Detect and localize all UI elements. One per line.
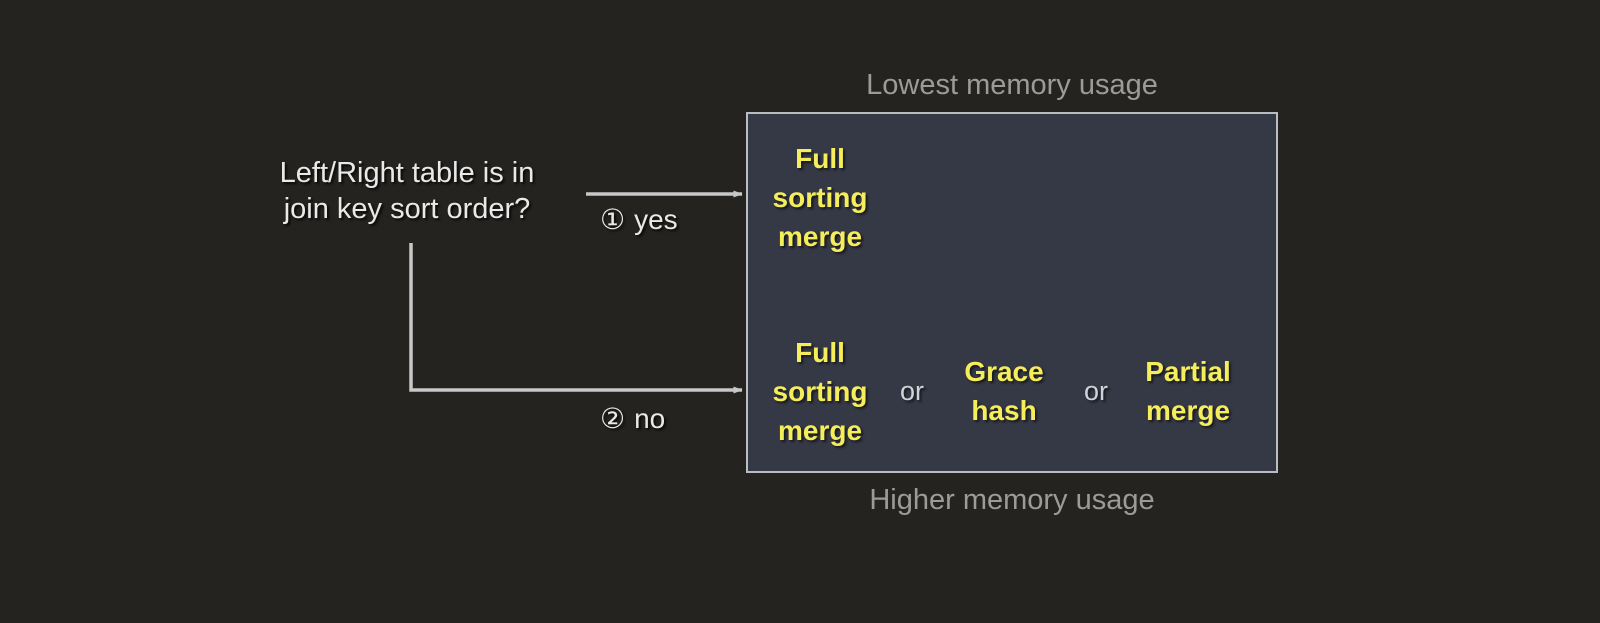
- branch-text-no: no: [634, 403, 666, 434]
- branch-label-yes: ① yes: [600, 203, 678, 237]
- outcome-row-sorted: Full sorting merge: [748, 132, 1276, 262]
- option-grace-hash: Grace hash: [964, 356, 1044, 426]
- branch-label-no: ② no: [600, 402, 665, 436]
- option-full-sorting-merge-top: Full sorting merge: [772, 142, 868, 252]
- option-partial-merge: Partial merge: [1145, 356, 1231, 426]
- connector-no: [409, 243, 743, 394]
- outcomes-panel: Full sorting merge Full sorting merge or…: [746, 112, 1278, 473]
- branch-text-yes: yes: [634, 204, 678, 235]
- option-full-sorting-merge-bottom: Full sorting merge: [772, 336, 868, 446]
- branch-marker-1: ①: [600, 204, 626, 235]
- option-separator-2: or: [1084, 375, 1109, 406]
- option-separator-1: or: [900, 375, 925, 406]
- caption-lowest-memory-usage: Lowest memory usage: [866, 69, 1158, 101]
- outcome-row-unsorted: Full sorting merge or Grace hash or Part…: [748, 326, 1276, 456]
- caption-higher-memory-usage: Higher memory usage: [869, 484, 1155, 516]
- branch-marker-2: ②: [600, 403, 626, 434]
- decision-question: Left/Right table is in join key sort ord…: [279, 157, 535, 225]
